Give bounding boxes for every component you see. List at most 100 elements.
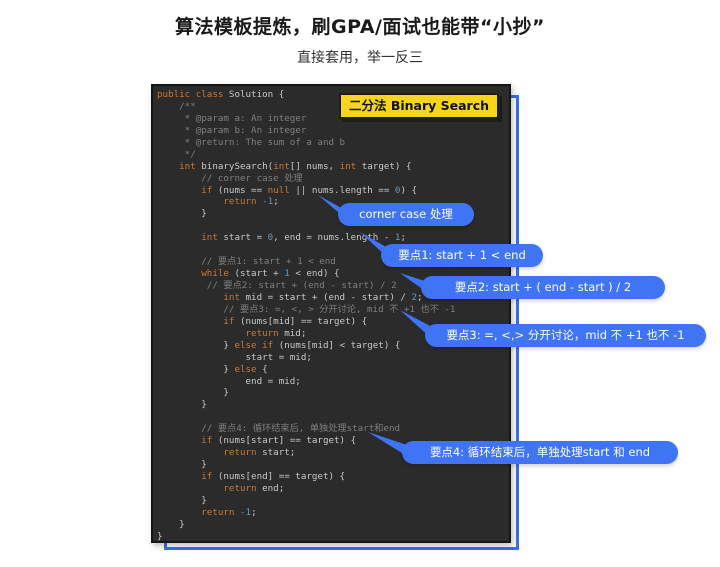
code-line: } [157,208,455,220]
code-token: int [157,232,218,244]
code-line: // 要点4: 循环结束后, 单独处理start和end [157,423,455,435]
code-token: } [157,339,235,351]
code-token: } [157,387,229,399]
code-token: -1 [240,506,252,518]
code-token: ; [273,196,279,208]
code-line: /** [157,101,455,113]
code-line: } else { [157,364,455,376]
code-token: (nums[mid] == target) { [234,315,368,327]
code-token: target) { [356,160,412,172]
code-line: end = mid; [157,376,455,388]
code-line: * @param a: An integer [157,113,455,125]
code-token: } [157,459,207,471]
code-token: } [157,518,185,530]
code-line: if (nums[mid] == target) { [157,316,455,328]
code-token: } [157,494,207,506]
code-line: return -1; [157,507,455,519]
code-token: } [157,530,163,542]
code-token: , end = nums.length - [273,232,395,244]
callout-point1: 要点1: start + 1 < end [381,244,543,267]
code-token: end = mid; [157,375,301,387]
code-token: ; [417,291,423,303]
code-line: return -1; [157,196,455,208]
code-token: null [267,184,290,196]
code-line: int mid = start + (end - start) / 2; [157,292,455,304]
code-token: int [339,160,357,172]
code-token: int [273,160,290,172]
code-line: } [157,531,455,543]
code-line: } [157,459,455,471]
code-token: // 要点2: start + (end - start) / 2 [157,280,397,291]
code-line: while (start + 1 < end) { [157,268,455,280]
code-token: start = mid; [157,351,312,363]
code-token: ; [400,232,406,244]
code-panel: public class Solution { /** * @param a: … [151,84,511,543]
code-token: int [157,160,196,172]
code-token: int [157,291,240,303]
code-token: mid; [278,327,307,339]
code-token: // 要点1: start + 1 < end [157,256,336,268]
code-line: // 要点2: start + (end - start) / 2 [157,280,455,292]
code-token: if [157,315,235,327]
code-line: * @return: The sum of a and b [157,137,455,149]
code-token: return [157,506,235,518]
code-line: } [157,495,455,507]
code-token: while [157,268,229,280]
code-token: } [157,363,235,375]
callout-point3: 要点3: =, <,> 分开讨论，mid 不 +1 也不 -1 [425,324,706,347]
code-token: public class [157,89,224,100]
code-token: ; [251,506,257,518]
code-token: -1 [262,196,274,208]
code-token: (nums[end] == target) { [212,471,346,482]
code-token: 0 [267,232,274,244]
code-line: // 要点1: start + 1 < end [157,256,455,268]
code-line: public class Solution { [157,89,455,101]
code-line: } else if (nums[mid] < target) { [157,340,455,352]
code-token: 0 [394,184,401,196]
code-token: ) { [400,184,418,196]
code-line: start = mid; [157,352,455,364]
code-token: } [157,208,207,220]
code-line: } [157,399,455,411]
page-title: 算法模板提炼，刷GPA/面试也能带“小抄” [175,16,545,38]
code-token: 1 [284,268,290,280]
code-token: else if [234,339,274,351]
code-token: start = [217,232,268,244]
code-token: // corner case 处理 [157,172,303,184]
code-token: } [157,399,207,411]
code-token: { [256,363,268,375]
code-line: if (nums == null || nums.length == 0) { [157,185,455,197]
code-token: end; [256,482,285,494]
code-token: start; [256,447,296,459]
callout-corner-case: corner case 处理 [338,203,474,226]
code-line: // corner case 处理 [157,173,455,185]
topic-tag: 二分法 Binary Search [339,93,499,119]
code-token: // 要点3: =, <, > 分开讨论, mid 不 +1 也不 -1 [157,303,456,315]
callout-point2: 要点2: start + ( end - start ) / 2 [421,276,665,299]
code-token: * @param a: An integer [157,112,307,124]
code-token: (nums == [212,184,268,196]
code-token: || nums.length == [289,184,395,196]
code-token: if [157,471,213,482]
code-token: mid = start + (end - start) / [239,291,412,303]
code-token: return [157,482,257,494]
code-line: if (nums[start] == target) { [157,435,455,447]
code-line: } [157,519,455,531]
code-token: (start + [228,268,285,280]
code-line: return start; [157,447,455,459]
code-token: < end) { [289,268,340,280]
code-token: else [234,363,257,375]
code-token: // 要点4: 循环结束后, 单独处理start和end [157,423,401,435]
callout-point4: 要点4: 循环结束后，单独处理start 和 end [402,441,678,464]
code-line: * @param b: An integer [157,125,455,137]
code-token: * @return: The sum of a and b [157,136,346,148]
code-token: * @param b: An integer [157,124,307,136]
code-token: [] nums, [289,160,340,172]
code-token: return [157,447,257,459]
code-line: // 要点3: =, <, > 分开讨论, mid 不 +1 也不 -1 [157,304,455,316]
code-token: if [157,184,213,196]
code-line: return end; [157,483,455,495]
code-block: public class Solution { /** * @param a: … [157,89,455,543]
code-token: return [157,327,279,339]
code-line [157,411,455,423]
